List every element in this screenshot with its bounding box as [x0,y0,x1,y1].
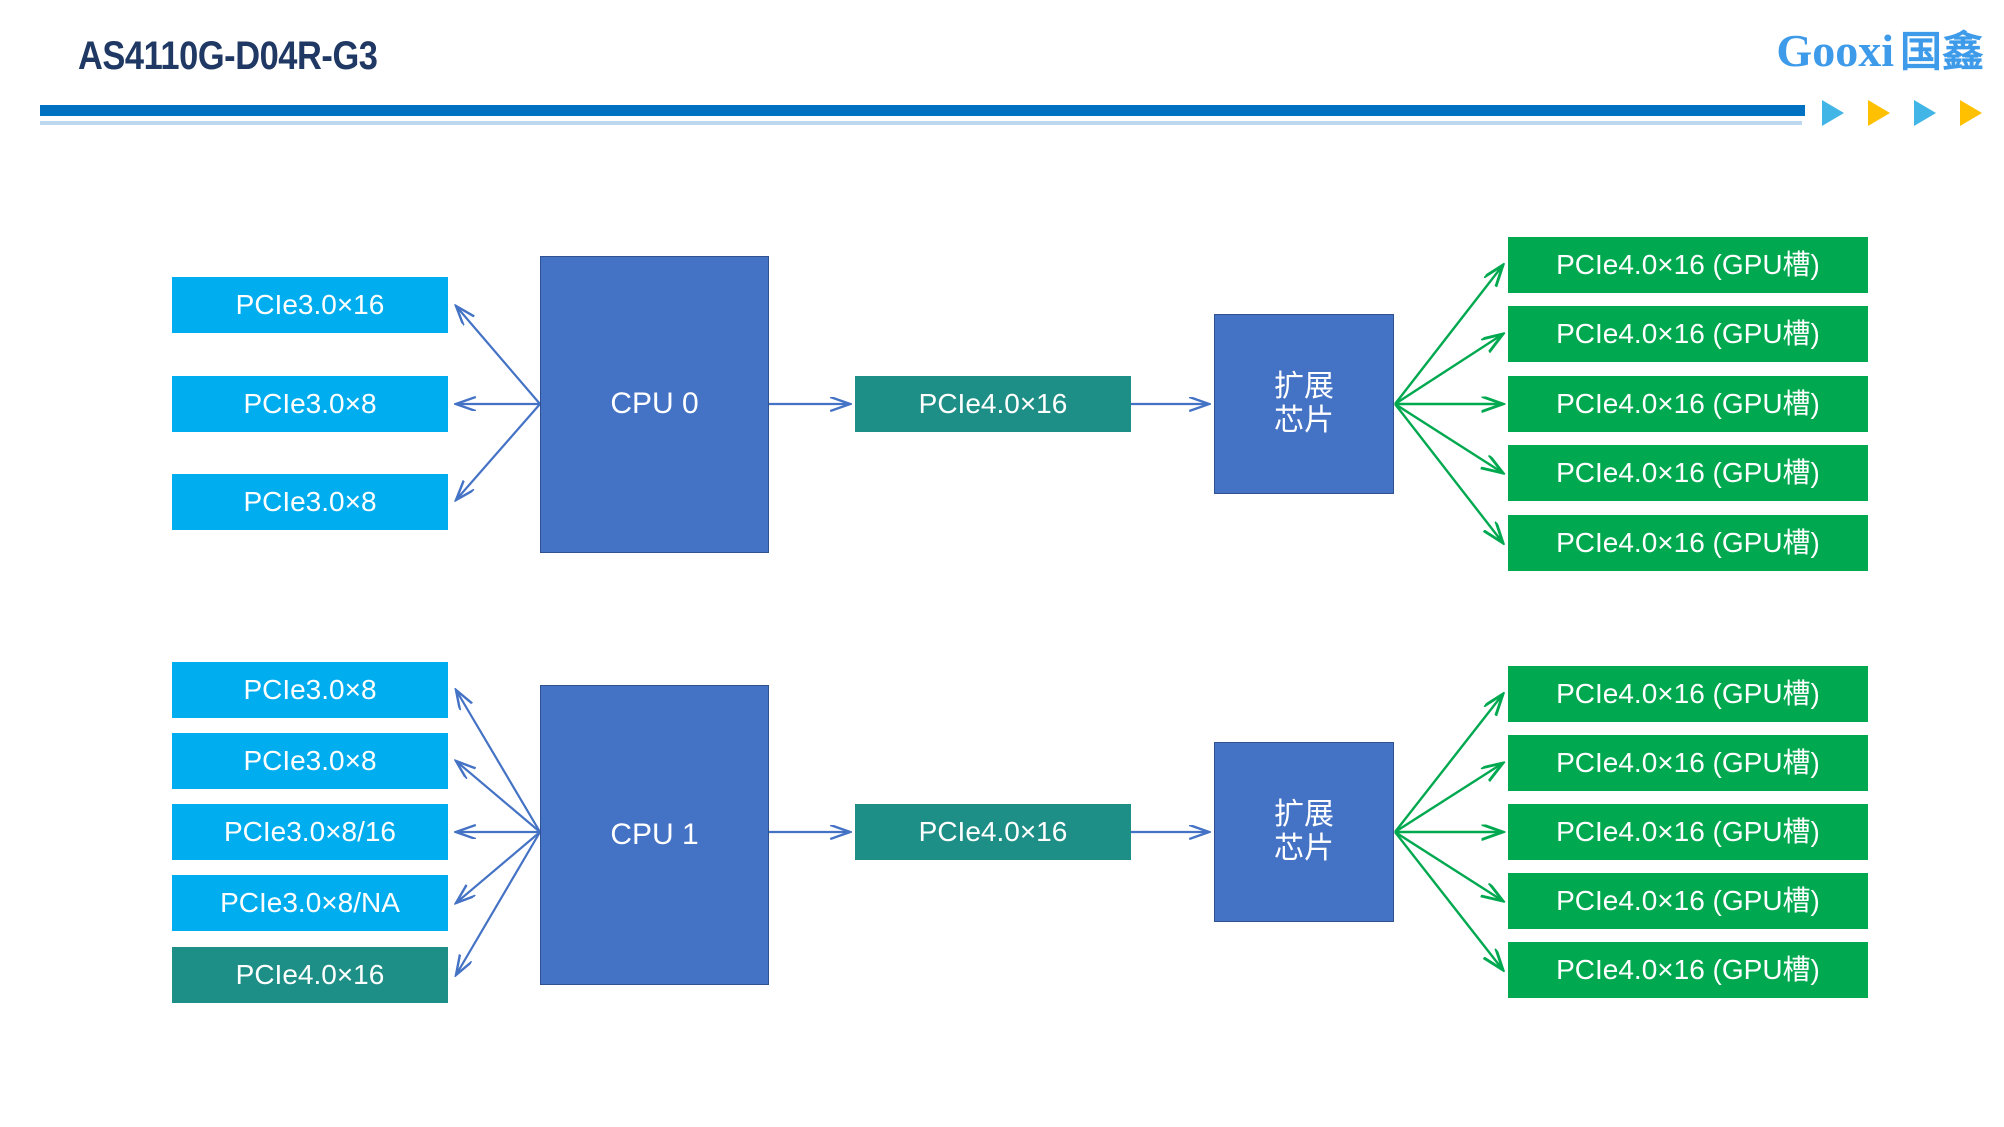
header-arrow-3-icon [1914,100,1936,126]
brand-logo-chinese: 国鑫 [1899,27,1984,76]
header-arrow-4-icon [1960,100,1982,126]
cpu1-gpu-connectors [1394,694,1503,970]
cpu1-slot-4[interactable]: PCIe4.0×16 [172,947,448,1003]
cpu0-slot-0[interactable]: PCIe3.0×16 [172,277,448,333]
cpu1-slot-2[interactable]: PCIe3.0×8/16 [172,804,448,860]
page-title: AS4110G-D04R-G3 [78,34,378,78]
cpu0-block[interactable]: CPU 0 [540,256,769,553]
cpu1-left-connectors [456,690,541,975]
cpu1-gpu-slot-0[interactable]: PCIe4.0×16 (GPU槽) [1508,666,1868,722]
cpu0-slot-2[interactable]: PCIe3.0×8 [172,474,448,530]
cpu0-slot-1[interactable]: PCIe3.0×8 [172,376,448,432]
header-divider-thick [40,105,1805,116]
cpu0-expansion-chip-block[interactable]: 扩展 芯片 [1214,314,1394,494]
cpu1-gpu-slot-4[interactable]: PCIe4.0×16 (GPU槽) [1508,942,1868,998]
header-arrow-1-icon [1822,100,1844,126]
brand-logo-latin: Gooxi [1776,25,1894,76]
cpu0-gpu-connectors [1394,265,1503,543]
cpu0-gpu-slot-3[interactable]: PCIe4.0×16 (GPU槽) [1508,445,1868,501]
cpu1-slot-0[interactable]: PCIe3.0×8 [172,662,448,718]
cpu0-gpu-slot-1[interactable]: PCIe4.0×16 (GPU槽) [1508,306,1868,362]
cpu1-expansion-chip-block[interactable]: 扩展 芯片 [1214,742,1394,922]
cpu1-block[interactable]: CPU 1 [540,685,769,985]
cpu0-left-connectors [456,306,541,500]
cpu0-gpu-slot-4[interactable]: PCIe4.0×16 (GPU槽) [1508,515,1868,571]
cpu1-slot-3[interactable]: PCIe3.0×8/NA [172,875,448,931]
cpu0-gpu-slot-2[interactable]: PCIe4.0×16 (GPU槽) [1508,376,1868,432]
header-divider-thin [40,121,1802,125]
cpu1-gpu-slot-1[interactable]: PCIe4.0×16 (GPU槽) [1508,735,1868,791]
cpu1-gpu-slot-3[interactable]: PCIe4.0×16 (GPU槽) [1508,873,1868,929]
cpu0-gpu-slot-0[interactable]: PCIe4.0×16 (GPU槽) [1508,237,1868,293]
cpu1-slot-1[interactable]: PCIe3.0×8 [172,733,448,789]
cpu1-gpu-slot-2[interactable]: PCIe4.0×16 (GPU槽) [1508,804,1868,860]
cpu0-uplink-block[interactable]: PCIe4.0×16 [855,376,1131,432]
cpu1-uplink-block[interactable]: PCIe4.0×16 [855,804,1131,860]
header-arrow-2-icon [1868,100,1890,126]
